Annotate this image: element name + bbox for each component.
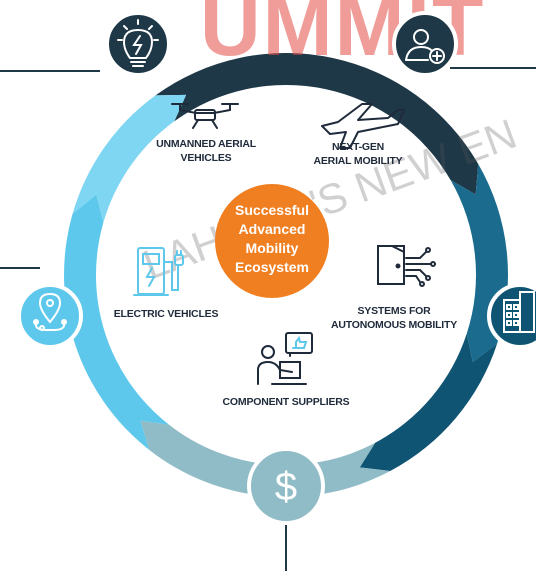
- plane-icon: [321, 103, 405, 149]
- dollar-icon: $: [247, 447, 325, 525]
- ring-segment-upper-left: [72, 94, 187, 223]
- ring-segment-bottom: [140, 420, 391, 498]
- label-uav-1: UNMANNED AERIAL: [156, 138, 257, 150]
- drone-icon: [171, 103, 239, 129]
- label-aam-1: NEXT-GEN: [332, 141, 384, 153]
- building-icon: [487, 283, 536, 349]
- ring-segment-lower-right: [359, 333, 498, 472]
- label-autonomous-1: SYSTEMS FOR: [357, 305, 431, 317]
- ring-segment-left: [63, 194, 170, 450]
- ev-charger-icon: [133, 247, 184, 296]
- label-supplier: COMPONENT SUPPLIERS: [223, 396, 350, 408]
- center-circle: [215, 184, 329, 298]
- autonomous-systems-icon: [377, 245, 436, 287]
- center-line-2: Advanced: [239, 221, 306, 237]
- center-line-3: Mobility: [246, 240, 299, 256]
- label-aam-2: AERIAL MOBILITY: [314, 155, 403, 167]
- center-line-1: Successful: [235, 202, 309, 218]
- label-uav-2: VEHICLES: [181, 152, 232, 164]
- lightbulb-icon: [105, 11, 171, 77]
- supplier-icon: [257, 332, 313, 385]
- location-pin-icon: [17, 283, 83, 349]
- ring-segment-top: [155, 53, 479, 195]
- center-line-4: Ecosystem: [235, 259, 309, 275]
- label-ev: ELECTRIC VEHICLES: [114, 308, 219, 320]
- svg-text:$: $: [275, 465, 297, 509]
- add-person-icon: [392, 11, 458, 77]
- label-autonomous-2: AUTONOMOUS MOBILITY: [331, 319, 457, 331]
